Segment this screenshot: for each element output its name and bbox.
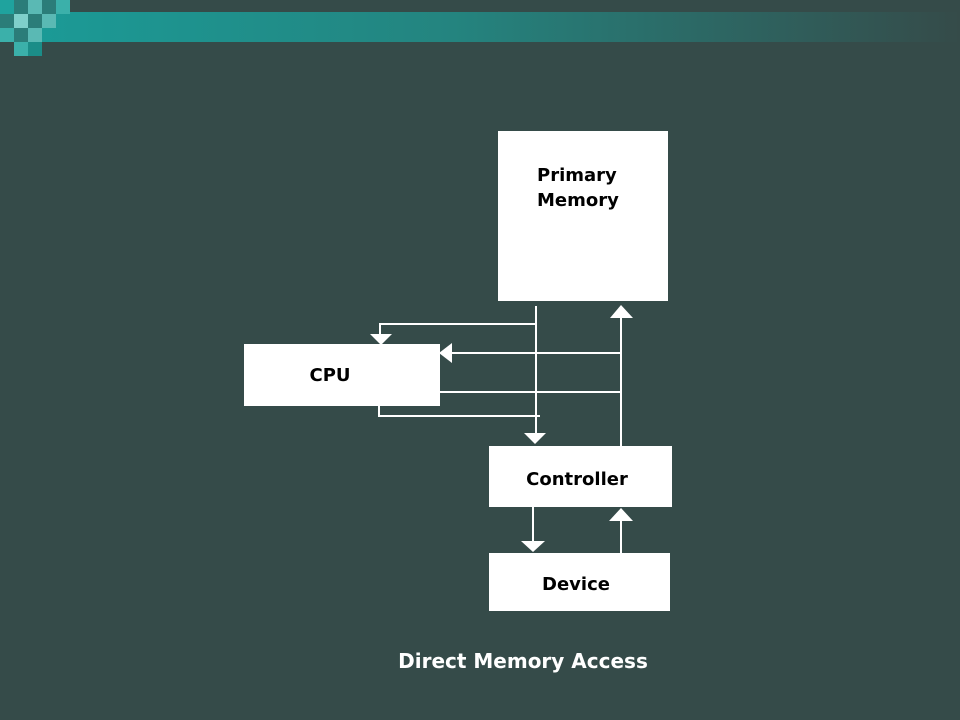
controller-rect <box>489 446 672 507</box>
cpu-label: CPU <box>309 365 350 386</box>
primary-memory-label-line1: Primary <box>537 165 617 186</box>
diagram-caption: Direct Memory Access <box>398 649 648 673</box>
controller-label: Controller <box>526 469 628 490</box>
memory-to-cpu-line <box>379 323 536 334</box>
cpu-rect <box>244 344 440 406</box>
arrow-into-controller-from-device <box>609 508 633 521</box>
corner-decoration <box>0 0 70 56</box>
device-box: Device <box>489 553 670 611</box>
header-banner <box>0 0 960 56</box>
primary-memory-label-line2: Memory <box>537 190 619 211</box>
primary-memory-rect <box>498 131 668 301</box>
device-label: Device <box>542 574 610 595</box>
device-rect <box>489 553 670 611</box>
connectors <box>378 306 622 553</box>
cpu-box: CPU <box>244 344 440 406</box>
arrow-into-device <box>521 541 545 552</box>
arrow-into-cpu-top <box>370 334 392 345</box>
primary-memory-box: Primary Memory <box>498 131 668 301</box>
controller-box: Controller <box>489 446 672 507</box>
cpu-loop-line <box>378 406 540 417</box>
header-gradient-bar <box>40 12 960 42</box>
arrow-into-controller <box>524 433 546 444</box>
arrow-into-memory <box>610 305 633 318</box>
arrow-into-cpu-right <box>439 343 452 363</box>
arrowheads <box>370 305 633 552</box>
